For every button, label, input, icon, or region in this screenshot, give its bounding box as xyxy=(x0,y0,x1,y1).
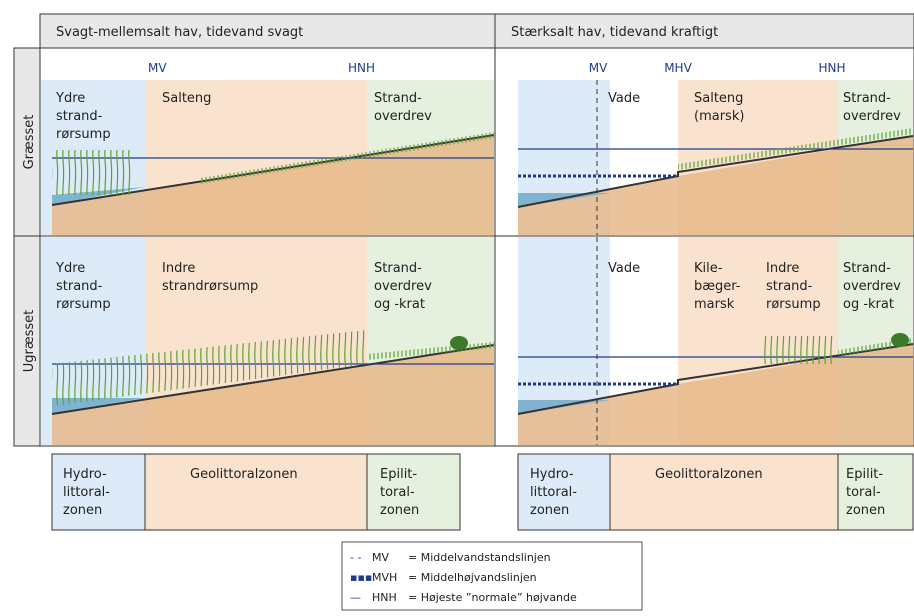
left-bottom-panel: Ydre strand- rørsump Indre strandrørsump… xyxy=(39,235,496,447)
right-bottom-panel: Vade Kile- bæger- marsk Indre strand- rø… xyxy=(494,235,914,447)
left-zone-bar: Hydro- littoral- zonen Geolittoralzonen … xyxy=(51,453,461,531)
right-header-title: Stærksalt hav, tidevand kraftigt xyxy=(511,25,718,40)
left-header-title: Svagt-mellemsalt hav, tidevand svagt xyxy=(56,25,303,40)
legend-mvh-abbr: MVH xyxy=(372,571,397,584)
left-hydro-zone-label: Hydro- littoral- zonen xyxy=(63,467,114,518)
row-label-top-box xyxy=(13,47,41,237)
right-top-middle-label: Salteng (marsk) xyxy=(694,91,748,124)
left-bottom-reeds xyxy=(52,330,367,406)
right-zone-bar: Hydro- littoral- zonen Geolittoralzonen … xyxy=(517,453,914,531)
right-hydro-zone-label: Hydro- littoral- zonen xyxy=(530,467,581,518)
left-bottom-slope-line xyxy=(51,344,495,415)
right-bottom-kile-label: Kile- bæger- marsk xyxy=(694,261,745,312)
right-top-upper-label: Strand- overdrev xyxy=(843,91,901,124)
left-geo-zone-label: Geolittoralzonen xyxy=(190,467,298,482)
left-top-middle-label: Salteng xyxy=(162,91,211,106)
row-label-top: Græsset xyxy=(22,115,37,170)
right-top-panel: MV MHV HNH Vade Salteng (marsk) Strand- … xyxy=(494,47,914,237)
right-top-mhv-label: MHV xyxy=(664,61,692,75)
right-header-box xyxy=(494,13,914,49)
left-epi-zone-label: Epilit- toral- zonen xyxy=(380,467,421,518)
legend: - - MV = Middelvandstandslinjen ▪▪▪ MVH … xyxy=(341,541,643,611)
left-bottom-upper-label: Strand- overdrev og -krat xyxy=(374,261,436,312)
legend-mvh-text: = Middelhøjvandslinjen xyxy=(408,571,537,584)
right-bottom-reeds xyxy=(764,336,834,364)
legend-box xyxy=(341,541,643,611)
legend-hnh-symbol: — xyxy=(350,591,361,604)
legend-hnh-text: = Højeste ”normale” højvande xyxy=(408,591,577,604)
row-label-bottom-box xyxy=(13,235,41,447)
left-top-grass xyxy=(200,132,494,184)
legend-mv-abbr: MV xyxy=(372,551,389,564)
right-bottom-upper-label: Strand- overdrev og -krat xyxy=(843,261,905,312)
legend-mvh-symbol: ▪▪▪ xyxy=(350,571,372,584)
right-top-vade-label: Vade xyxy=(608,91,640,106)
left-bottom-middle-label: Indre strandrørsump xyxy=(162,261,258,294)
right-bottom-shrub xyxy=(891,333,909,347)
left-top-hnh-label: HNH xyxy=(348,61,375,75)
left-bottom-shrub xyxy=(450,336,468,350)
left-top-panel: MV HNH Ydre strand- rørsump Salteng Stra… xyxy=(39,47,496,237)
legend-mv-text: = Middelvandstandslinjen xyxy=(408,551,551,564)
right-top-hnh-label: HNH xyxy=(818,61,845,75)
left-top-upper-label: Strand- overdrev xyxy=(374,91,432,124)
legend-hnh-abbr: HNH xyxy=(372,591,397,604)
right-bottom-vade-label: Vade xyxy=(608,261,640,276)
row-label-bottom: Ugræsset xyxy=(22,310,37,373)
right-bottom-soil xyxy=(518,344,913,445)
legend-mv-symbol: - - xyxy=(350,551,361,564)
left-top-reeds xyxy=(52,150,132,195)
left-top-mv-label: MV xyxy=(148,61,167,75)
right-top-grass xyxy=(678,128,913,170)
right-top-slope-line xyxy=(517,135,914,208)
right-bottom-indre-label: Indre strand- rørsump xyxy=(766,261,821,312)
left-top-outer-label: Ydre strand- rørsump xyxy=(55,91,111,142)
left-header-box xyxy=(39,13,496,49)
right-geo-zone-label: Geolittoralzonen xyxy=(655,467,763,482)
left-column: Svagt-mellemsalt hav, tidevand svagt MV … xyxy=(39,13,496,531)
left-bottom-soil xyxy=(52,345,494,445)
right-epi-zone-label: Epilit- toral- zonen xyxy=(846,467,887,518)
left-top-soil xyxy=(52,135,494,235)
left-bottom-outer-label: Ydre strand- rørsump xyxy=(55,261,111,312)
right-top-mv-label: MV xyxy=(589,61,608,75)
right-column: Stærksalt hav, tidevand kraftigt MV MHV … xyxy=(494,13,914,531)
right-top-soil xyxy=(518,136,913,235)
